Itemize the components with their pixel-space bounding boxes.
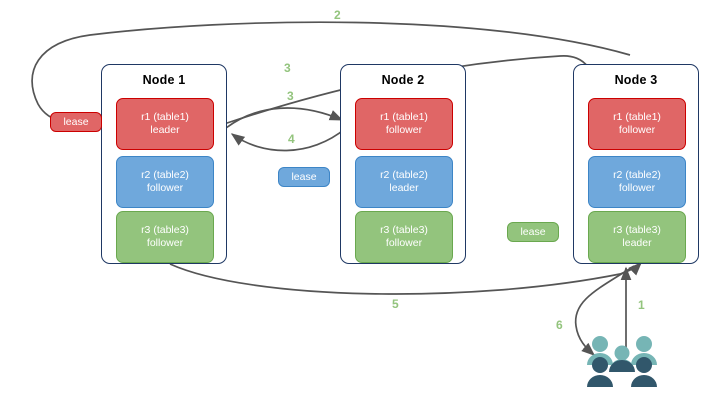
replica-node2-r3[interactable]: r3 (table3) follower bbox=[355, 211, 453, 263]
replica-name: r2 (table2) bbox=[380, 169, 428, 181]
replica-node2-r1[interactable]: r1 (table1) follower bbox=[355, 98, 453, 150]
node-container-node2[interactable]: Node 2 r1 (table1) follower r2 (table2) … bbox=[340, 64, 466, 264]
lease-badge-table3[interactable]: lease bbox=[507, 222, 559, 242]
arrow-step-6 bbox=[574, 265, 635, 356]
step-label-4: 4 bbox=[288, 132, 295, 146]
replica-name: r2 (table2) bbox=[141, 169, 189, 181]
replica-role: follower bbox=[146, 237, 184, 249]
node-title: Node 2 bbox=[381, 73, 425, 87]
node-title: Node 3 bbox=[614, 73, 658, 87]
step-label-6: 6 bbox=[556, 318, 563, 332]
step-label-2: 2 bbox=[334, 8, 341, 22]
replica-node1-r3[interactable]: r3 (table3) follower bbox=[116, 211, 214, 263]
step-label-1: 1 bbox=[638, 298, 645, 312]
node-container-node3[interactable]: Node 3 r1 (table1) follower r2 (table2) … bbox=[573, 64, 699, 264]
lease-label: lease bbox=[520, 226, 546, 238]
replica-node3-r3[interactable]: r3 (table3) leader bbox=[588, 211, 686, 263]
replica-name: r3 (table3) bbox=[613, 224, 661, 236]
lease-badge-table1[interactable]: lease bbox=[50, 112, 102, 132]
replica-role: leader bbox=[150, 124, 180, 136]
replica-name: r3 (table3) bbox=[380, 224, 428, 236]
replica-name: r2 (table2) bbox=[613, 169, 661, 181]
replica-role: leader bbox=[389, 182, 419, 194]
replica-name: r1 (table1) bbox=[613, 111, 661, 123]
lease-label: lease bbox=[63, 116, 89, 128]
replica-node3-r1[interactable]: r1 (table1) follower bbox=[588, 98, 686, 150]
replica-role: follower bbox=[385, 124, 423, 136]
step-label-5: 5 bbox=[392, 297, 399, 311]
lease-badge-table2[interactable]: lease bbox=[278, 167, 330, 187]
replica-node1-r2[interactable]: r2 (table2) follower bbox=[116, 156, 214, 208]
replica-role: leader bbox=[622, 237, 652, 249]
replica-node1-r1[interactable]: r1 (table1) leader bbox=[116, 98, 214, 150]
lease-label: lease bbox=[291, 171, 317, 183]
node-title: Node 1 bbox=[142, 73, 186, 87]
node-container-node1[interactable]: Node 1 r1 (table1) leader r2 (table2) fo… bbox=[101, 64, 227, 264]
arrow-step-4 bbox=[230, 127, 347, 152]
replica-role: follower bbox=[618, 182, 656, 194]
arrow-step-3-lower bbox=[225, 107, 344, 129]
replica-name: r1 (table1) bbox=[380, 111, 428, 123]
arrow-step-5 bbox=[169, 262, 642, 295]
replica-role: follower bbox=[146, 182, 184, 194]
replica-name: r3 (table3) bbox=[141, 224, 189, 236]
step-label-3a: 3 bbox=[284, 61, 291, 75]
arrow-step-2 bbox=[31, 21, 631, 125]
replica-role: follower bbox=[618, 124, 656, 136]
replica-node3-r2[interactable]: r2 (table2) follower bbox=[588, 156, 686, 208]
replica-role: follower bbox=[385, 237, 423, 249]
people-group-icon[interactable] bbox=[586, 332, 662, 390]
replica-name: r1 (table1) bbox=[141, 111, 189, 123]
replica-node2-r2[interactable]: r2 (table2) leader bbox=[355, 156, 453, 208]
step-label-3b: 3 bbox=[287, 89, 294, 103]
